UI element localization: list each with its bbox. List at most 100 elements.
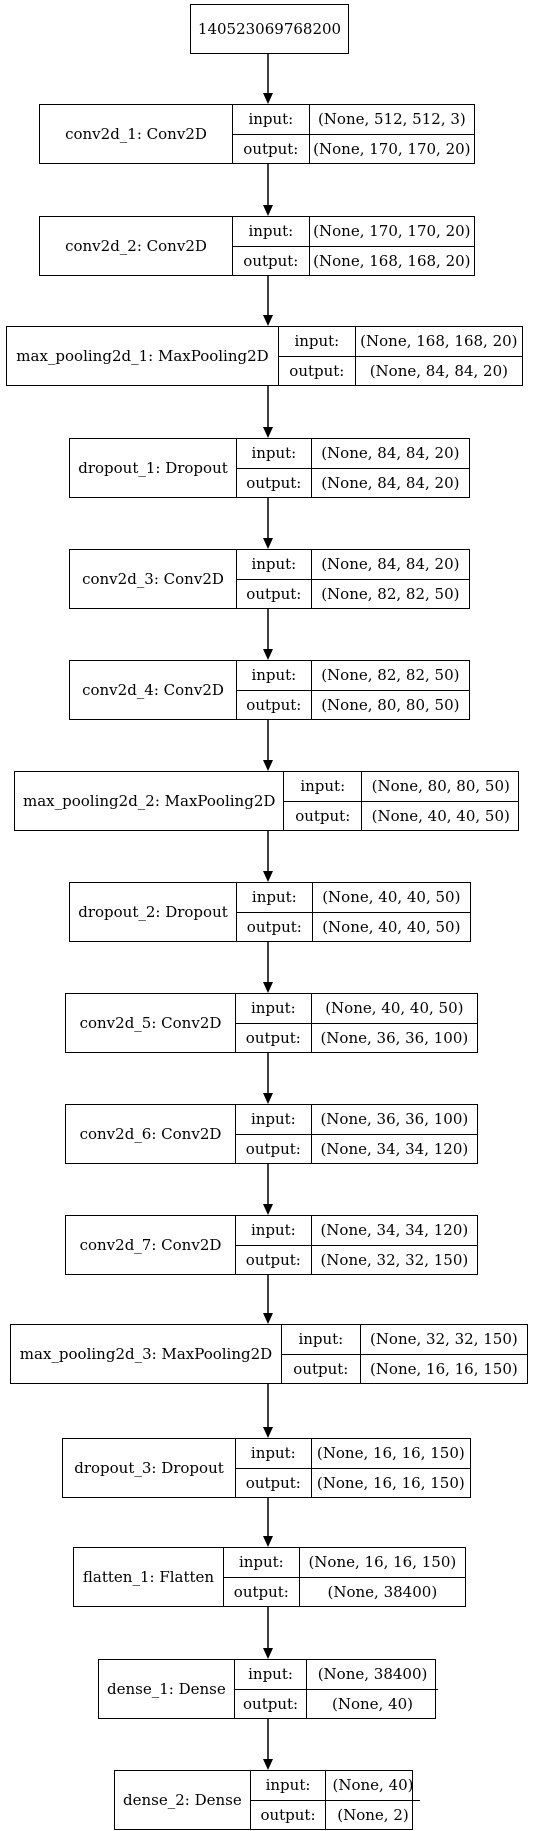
- input-shape: (None, 38400): [317, 1665, 428, 1684]
- output-label: output:: [284, 801, 363, 830]
- edge-arrowhead: [263, 1093, 273, 1104]
- output-row: output:(None, 40, 40, 50): [237, 911, 470, 941]
- output-shape: (None, 170, 170, 20): [313, 139, 471, 158]
- output-shape: (None, 84, 84, 20): [321, 473, 460, 492]
- input-shape: (None, 34, 34, 120): [320, 1221, 469, 1240]
- output-row: output: (None, 40, 40, 50): [284, 800, 520, 830]
- layer-io-table: input: (None, 34, 34, 120) output: (None, 3…: [236, 1216, 477, 1274]
- layer-io-table: input:(None, 170, 170, 20)output:(None, …: [233, 217, 474, 275]
- input-label: input:: [236, 1439, 312, 1468]
- output-label: output:: [236, 1134, 312, 1163]
- layer-name: conv2d_2: Conv2D: [40, 217, 233, 275]
- layer-name: dropout_2: Dropout: [70, 883, 237, 941]
- output-row: output: (None, 84, 84, 20): [279, 355, 522, 385]
- output-shape: (None, 34, 34, 120): [320, 1139, 469, 1158]
- edge-arrowhead: [263, 1313, 273, 1324]
- input-shape: (None, 170, 170, 20): [313, 222, 471, 241]
- output-shape: (None, 16, 16, 150): [369, 1359, 518, 1378]
- output-shape: (None, 40): [332, 1694, 414, 1713]
- layer-io-table: input:(None, 40, 40, 50)output:(None, 40…: [237, 883, 470, 941]
- layer-name: dense_1: Dense: [99, 1660, 235, 1718]
- layer-name: dropout_1: Dropout: [70, 439, 237, 497]
- input-shape: (None, 36, 36, 100): [320, 1110, 469, 1129]
- input-shape: (None, 80, 80, 50): [371, 777, 510, 796]
- input-label: input:: [237, 661, 312, 690]
- layer-name: conv2d_4: Conv2D: [70, 661, 237, 719]
- layer-name: max_pooling2d_2: MaxPooling2D: [15, 772, 285, 830]
- output-shape: (None, 84, 84, 20): [369, 361, 508, 380]
- input-shape: (None, 82, 82, 50): [321, 666, 460, 685]
- input-label: input:: [236, 1216, 312, 1245]
- output-shape: (None, 32, 32, 150): [320, 1250, 469, 1269]
- input-label: input:: [284, 772, 363, 801]
- layer-io-table: input:(None, 16, 16, 150)output:(None, 1…: [236, 1439, 470, 1497]
- output-shape: (None, 16, 16, 150): [316, 1473, 465, 1492]
- edge-arrowhead: [263, 205, 273, 216]
- output-shape: (None, 80, 80, 50): [321, 695, 460, 714]
- input-label: input:: [233, 217, 310, 246]
- output-label: output:: [236, 1468, 312, 1497]
- edge-arrowhead: [263, 1759, 273, 1770]
- input-label: input:: [279, 327, 356, 356]
- edge-arrowhead: [263, 760, 273, 771]
- input-label: input:: [233, 105, 310, 134]
- output-label: output:: [237, 579, 312, 608]
- input-shape: (None, 16, 16, 150): [316, 1444, 465, 1463]
- input-label: input:: [251, 1771, 327, 1800]
- output-shape: (None, 82, 82, 50): [321, 584, 460, 603]
- input-row: input: (None, 80, 80, 50): [284, 772, 519, 801]
- output-shape: (None, 38400): [327, 1582, 438, 1601]
- output-label: output:: [279, 356, 356, 385]
- output-row: output:(None, 2): [250, 1799, 420, 1829]
- layer-name: flatten_1: Flatten: [74, 1548, 224, 1606]
- input-row: input:(None, 170, 170, 20): [233, 217, 474, 246]
- output-label: output:: [237, 912, 313, 941]
- output-label: output:: [236, 1023, 312, 1052]
- output-shape: (None, 36, 36, 100): [320, 1028, 469, 1047]
- input-label: input:: [237, 439, 312, 468]
- output-row: output:(None, 168, 168, 20): [233, 245, 474, 275]
- layer-name: conv2d_1: Conv2D: [40, 105, 233, 163]
- output-row: output: (None, 82, 82, 50): [237, 578, 469, 608]
- output-row: output:(None, 38400): [224, 1576, 465, 1606]
- input-shape: (None, 512, 512, 3): [317, 110, 466, 129]
- input-row: input:(None, 16, 16, 150): [236, 1439, 470, 1468]
- layer-io-table: input:(None, 36, 36, 100)output:(None, 3…: [236, 1105, 477, 1163]
- layer-name: dropout_3: Dropout: [63, 1439, 236, 1497]
- layer-io-table: input:(None, 40, 40, 50)output:(None, 36…: [236, 994, 477, 1052]
- input-row: input:(None, 32, 32, 150): [282, 1325, 527, 1354]
- layer-name: max_pooling2d_1: MaxPooling2D: [7, 327, 279, 385]
- input-shape: (None, 16, 16, 150): [308, 1553, 457, 1572]
- output-row: output:(None, 84, 84, 20): [237, 467, 469, 497]
- edge-arrowhead: [263, 93, 273, 104]
- layer-io-table: input: (None, 16, 16, 150) output:(None, 3…: [224, 1548, 465, 1606]
- input-row: input: (None, 82, 82, 50): [237, 661, 469, 690]
- layer-io-table: input:(None, 32, 32, 150)output:(None, 1…: [282, 1325, 527, 1383]
- edge-arrowhead: [263, 538, 273, 549]
- output-label: output:: [233, 134, 310, 163]
- input-shape: (None, 84, 84, 20): [321, 555, 460, 574]
- input-row: input:(None, 168, 168, 20): [279, 327, 522, 356]
- output-label: output:: [236, 1245, 312, 1274]
- edge-arrowhead: [263, 871, 273, 882]
- input-shape: (None, 168, 168, 20): [360, 332, 518, 351]
- layer-name: conv2d_5: Conv2D: [66, 994, 236, 1052]
- output-row: output:(None, 16, 16, 150): [282, 1353, 527, 1383]
- input-label: input:: [236, 994, 312, 1023]
- input-label: input:: [235, 1660, 308, 1689]
- output-shape: (None, 40, 40, 50): [371, 806, 510, 825]
- layer-io-table: input:(None, 38400)output:(None, 40): [234, 1660, 438, 1718]
- model-root-node: 140523069768200: [190, 4, 349, 54]
- layer-io-table: input: (None, 512, 512, 3) output:(None, 1…: [233, 105, 474, 163]
- input-row: input: (None, 38400): [235, 1660, 438, 1689]
- input-label: input:: [224, 1548, 300, 1577]
- edge-arrowhead: [263, 1536, 273, 1547]
- input-row: input:(None, 40): [251, 1771, 420, 1800]
